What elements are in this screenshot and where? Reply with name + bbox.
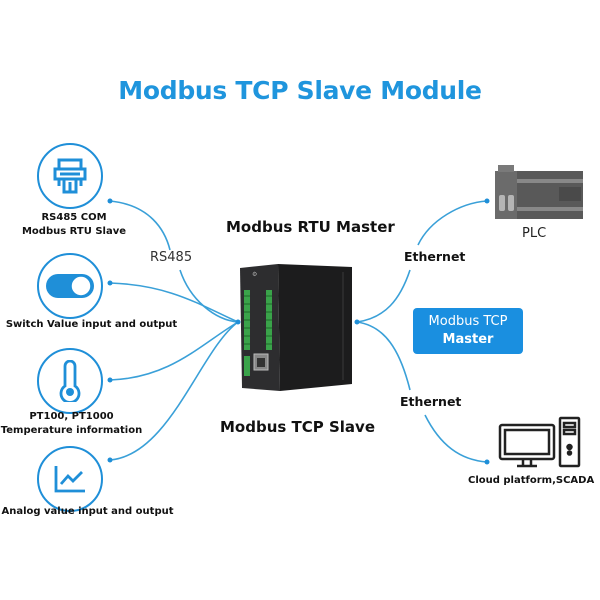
wire-dot [107, 280, 113, 286]
page-title: Modbus TCP Slave Module [118, 76, 482, 105]
rs485-com-label: RS485 COM Modbus RTU Slave [21, 212, 127, 237]
badge-line2: Master [442, 332, 494, 347]
temperature-label: PT100, PT1000 Temperature information [0, 411, 143, 436]
wire-scada [356, 321, 488, 463]
thermometer-icon [37, 348, 103, 414]
wire-dot [235, 319, 241, 325]
badge-line1: Modbus TCP [428, 314, 508, 329]
wire-dot [107, 198, 113, 204]
analog-value-label: Analog value input and output [1, 506, 174, 517]
wire-dot [484, 459, 490, 465]
line-chart-icon [37, 446, 103, 512]
wire-temp [109, 321, 239, 381]
modbus-tcp-slave-label: Modbus TCP Slave [220, 418, 376, 436]
wire-dot [484, 198, 490, 204]
scada-label: Cloud platform,SCADA [468, 475, 595, 486]
wire-dot [107, 457, 113, 463]
svg-text:⚙: ⚙ [252, 271, 257, 278]
ethernet-plc-label: Ethernet [404, 249, 466, 264]
plc-icon [495, 165, 583, 221]
ethernet-scada-label: Ethernet [400, 394, 462, 409]
serial-port-icon [37, 143, 103, 209]
wire-dot [107, 377, 113, 383]
wire-dot [354, 319, 360, 325]
wire-analog [109, 321, 239, 461]
wire-plc [356, 200, 488, 323]
modbus-tcp-master-badge: Modbus TCP Master [413, 308, 523, 354]
modbus-io-module-image: ⚙ [240, 264, 355, 391]
rs485-link-label: RS485 [150, 250, 193, 265]
wire-switch [109, 282, 239, 323]
toggle-switch-icon [37, 253, 103, 319]
modbus-rtu-master-label: Modbus RTU Master [226, 218, 395, 236]
switch-value-label: Switch Value input and output [5, 319, 178, 330]
computer-icon [497, 415, 582, 470]
plc-label: PLC [522, 226, 547, 241]
